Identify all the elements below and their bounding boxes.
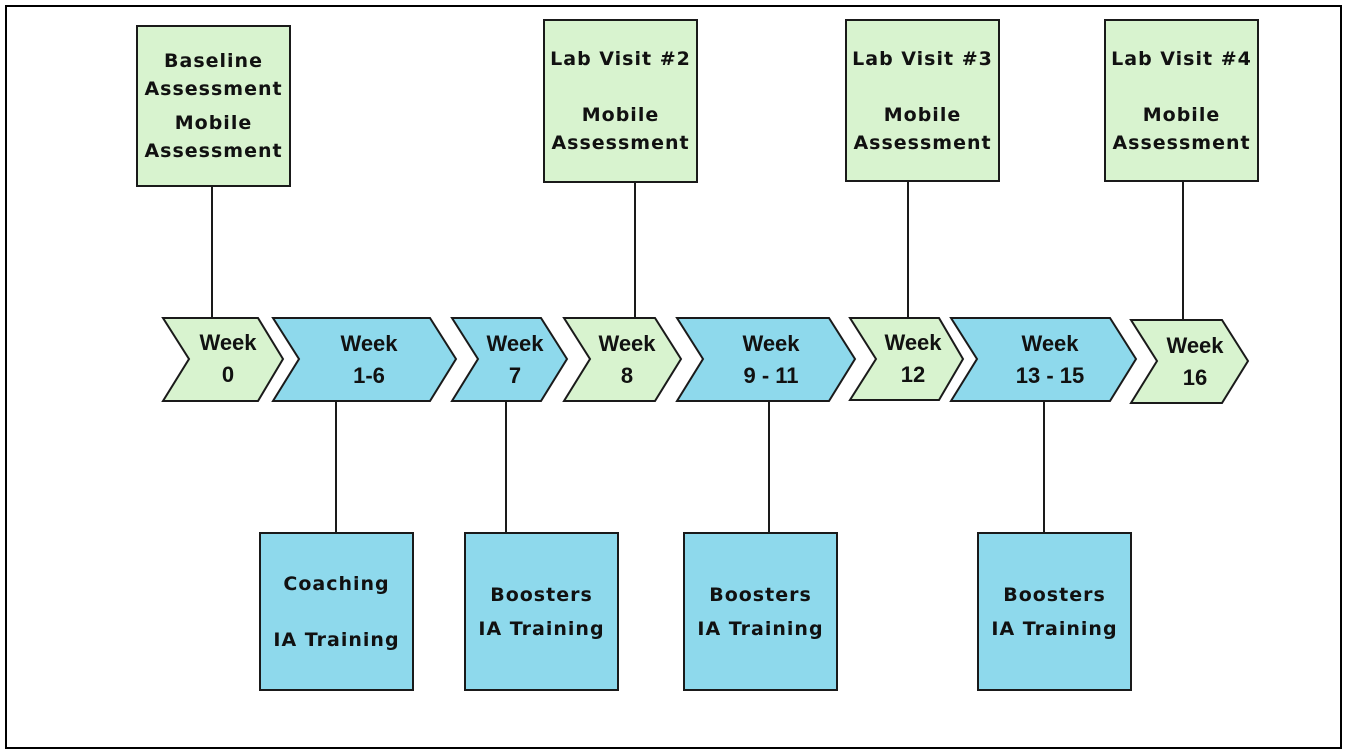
assessment-box-lab-visit-2: Lab Visit #2 Mobile Assessment xyxy=(543,19,698,183)
chevron-week-1-6 xyxy=(271,317,458,402)
week-label-line2: 0 xyxy=(221,362,235,387)
week-label-line2: 9 - 11 xyxy=(743,363,799,388)
assessment-type: Mobile xyxy=(883,103,962,126)
assessment-title: Assessment xyxy=(144,78,283,100)
week-label-line1: Week xyxy=(486,331,544,356)
training-title: Boosters xyxy=(709,583,812,606)
training-type: IA Training xyxy=(697,617,824,640)
week-label-0: Week 0 xyxy=(189,324,267,394)
week-label-line2: 13 - 15 xyxy=(1015,363,1085,388)
training-box-boosters-week-7: Boosters IA Training xyxy=(464,532,619,691)
assessment-title: Baseline xyxy=(164,50,263,72)
training-title: Boosters xyxy=(490,583,593,606)
assessment-type: Mobile xyxy=(1142,103,1221,126)
week-label-12: Week 12 xyxy=(873,324,953,394)
chevron-week-9-11 xyxy=(675,317,857,402)
training-box-boosters-week-13-15: Boosters IA Training xyxy=(977,532,1132,691)
training-type: IA Training xyxy=(273,628,400,651)
week-label-line2: 8 xyxy=(620,363,634,388)
training-type: IA Training xyxy=(991,617,1118,640)
chevron-week-12 xyxy=(848,317,965,401)
assessment-type: Assessment xyxy=(853,131,992,154)
week-label-line1: Week xyxy=(1021,331,1079,356)
training-title: Boosters xyxy=(1003,583,1106,606)
chevron-week-0 xyxy=(161,317,285,402)
chevron-week-8 xyxy=(562,317,683,402)
assessment-title: Lab Visit #4 xyxy=(1111,47,1252,70)
assessment-box-baseline: Baseline Assessment Mobile Assessment xyxy=(136,25,291,187)
chevron-week-7 xyxy=(450,317,569,402)
diagram-border xyxy=(5,5,1342,749)
week-label-line2: 16 xyxy=(1182,365,1208,390)
assessment-title: Lab Visit #3 xyxy=(852,47,993,70)
chevron-week-16 xyxy=(1129,319,1250,404)
chevron-week-13-15 xyxy=(949,317,1138,402)
week-label-line2: 1-6 xyxy=(353,363,385,388)
assessment-type: Mobile xyxy=(174,112,253,134)
assessment-box-lab-visit-3: Lab Visit #3 Mobile Assessment xyxy=(845,19,1000,182)
week-label-16: Week 16 xyxy=(1155,327,1235,397)
week-label-9-11: Week 9 - 11 xyxy=(703,325,839,395)
week-label-line1: Week xyxy=(742,331,800,356)
week-label-1-6: Week 1-6 xyxy=(299,325,439,395)
assessment-type: Mobile xyxy=(581,104,660,126)
assessment-type: Assessment xyxy=(551,132,690,154)
week-label-line1: Week xyxy=(199,330,257,355)
training-box-boosters-week-9-11: Boosters IA Training xyxy=(683,532,838,691)
week-label-13-15: Week 13 - 15 xyxy=(977,325,1123,395)
week-label-7: Week 7 xyxy=(475,325,555,395)
week-label-line1: Week xyxy=(598,331,656,356)
training-title: Coaching xyxy=(283,572,390,595)
training-box-coaching: Coaching IA Training xyxy=(259,532,414,691)
week-label-line1: Week xyxy=(1166,333,1224,358)
week-label-8: Week 8 xyxy=(587,325,667,395)
assessment-type: Assessment xyxy=(1112,131,1251,154)
assessment-box-lab-visit-4: Lab Visit #4 Mobile Assessment xyxy=(1104,19,1259,182)
week-label-line2: 7 xyxy=(508,363,522,388)
week-label-line2: 12 xyxy=(900,362,926,387)
week-label-line1: Week xyxy=(340,331,398,356)
assessment-title: Lab Visit #2 xyxy=(550,48,691,70)
training-type: IA Training xyxy=(478,617,605,640)
assessment-type: Assessment xyxy=(144,140,283,162)
week-label-line1: Week xyxy=(884,330,942,355)
